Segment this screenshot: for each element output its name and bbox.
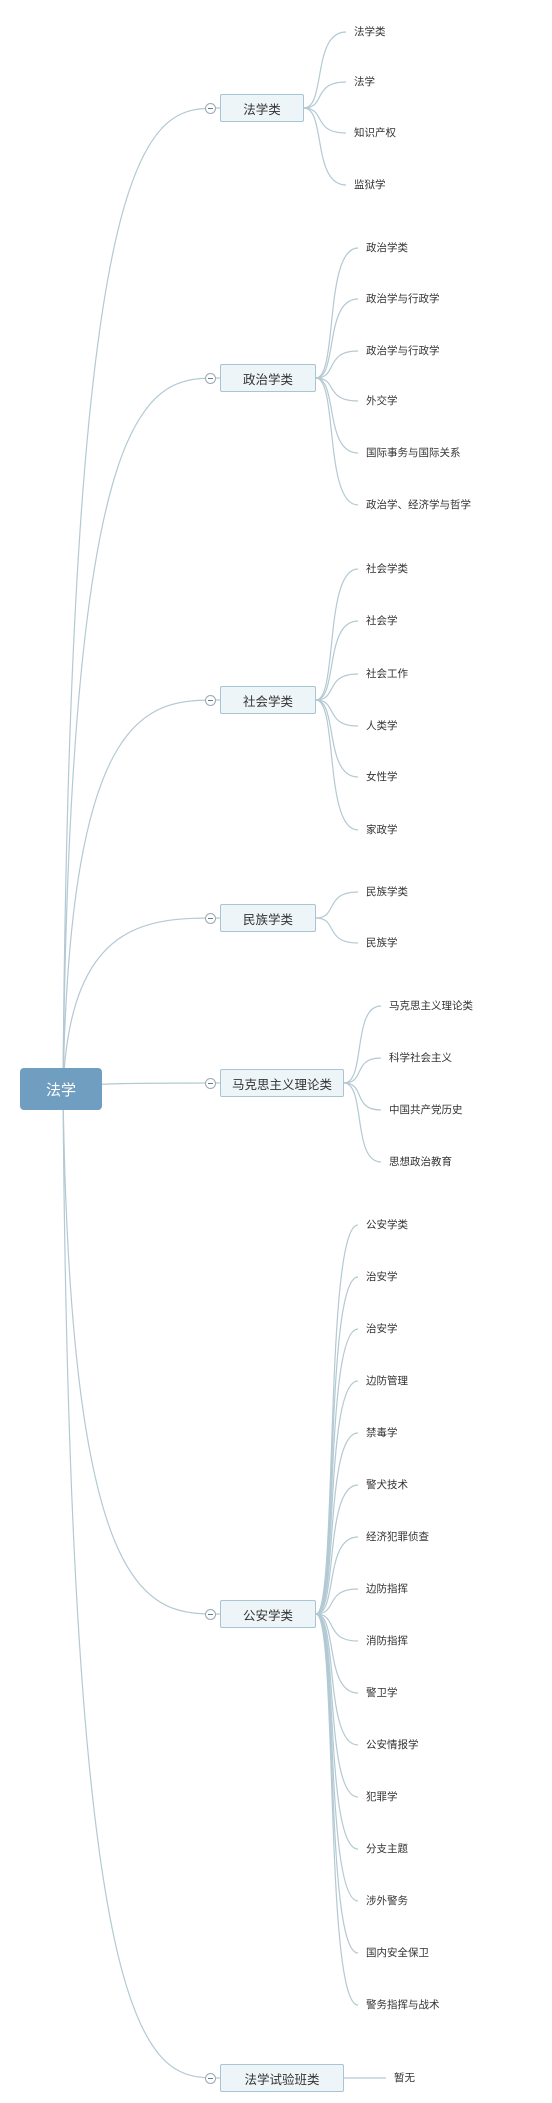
leaf-node[interactable]: 公安情报学 [366, 1739, 419, 1751]
leaf-node[interactable]: 外交学 [366, 395, 398, 407]
leaf-node[interactable]: 消防指挥 [366, 1635, 408, 1647]
leaf-branch [343, 1082, 382, 1111]
leaf-node[interactable]: 民族学类 [366, 886, 408, 898]
leaf-branch [303, 31, 347, 109]
leaf-node[interactable]: 监狱学 [354, 179, 386, 191]
leaf-branch [315, 1613, 359, 1798]
leaf-node[interactable]: 家政学 [366, 824, 398, 836]
leaf-branch [315, 1613, 359, 1850]
root-node[interactable]: 法学 [20, 1068, 102, 1110]
leaf-branch [315, 1328, 359, 1615]
leaf-node[interactable]: 科学社会主义 [389, 1052, 452, 1064]
category-node-ethnology[interactable]: 民族学类 [220, 904, 316, 932]
leaf-node[interactable]: 民族学 [366, 937, 398, 949]
root-branch-ethnology [62, 917, 221, 1090]
category-node-marxism[interactable]: 马克思主义理论类 [220, 1069, 344, 1097]
leaf-node[interactable]: 人类学 [366, 720, 398, 732]
leaf-branch [315, 699, 359, 778]
category-node-law[interactable]: 法学类 [220, 94, 304, 122]
leaf-node[interactable]: 社会学类 [366, 563, 408, 575]
leaf-node[interactable]: 政治学与行政学 [366, 293, 440, 305]
root-branch-law-experimental [62, 1088, 221, 2079]
leaf-node[interactable]: 警务指挥与战术 [366, 1999, 440, 2011]
collapse-toggle-icon[interactable] [205, 102, 216, 114]
leaf-branch [315, 1613, 359, 1746]
leaf-branch [315, 699, 359, 831]
leaf-node[interactable]: 国内安全保卫 [366, 1947, 429, 1959]
root-branch-law [62, 107, 221, 1090]
leaf-branch [315, 1380, 359, 1615]
leaf-branch [315, 377, 359, 454]
leaf-node[interactable]: 边防管理 [366, 1375, 408, 1387]
leaf-branch [343, 1057, 382, 1084]
leaf-branch [315, 699, 359, 727]
collapse-toggle-icon[interactable] [205, 1077, 216, 1089]
category-node-politics[interactable]: 政治学类 [220, 364, 316, 392]
leaf-node[interactable]: 治安学 [366, 1271, 398, 1283]
leaf-node[interactable]: 公安学类 [366, 1219, 408, 1231]
leaf-branch [315, 1613, 359, 1642]
root-branch-politics [62, 377, 221, 1090]
leaf-branch [315, 673, 359, 701]
collapse-toggle-icon[interactable] [205, 1608, 216, 1620]
leaf-node[interactable]: 政治学类 [366, 242, 408, 254]
leaf-node[interactable]: 社会工作 [366, 668, 408, 680]
leaf-node[interactable]: 禁毒学 [366, 1427, 398, 1439]
leaf-node[interactable]: 警卫学 [366, 1687, 398, 1699]
leaf-node[interactable]: 边防指挥 [366, 1583, 408, 1595]
leaf-node[interactable]: 社会学 [366, 615, 398, 627]
leaf-node[interactable]: 涉外警务 [366, 1895, 408, 1907]
leaf-branch [315, 377, 359, 402]
leaf-branch [315, 377, 359, 506]
leaf-branch [315, 350, 359, 379]
leaf-node[interactable]: 法学类 [354, 26, 386, 38]
leaf-branch [315, 1588, 359, 1615]
leaf-node[interactable]: 女性学 [366, 771, 398, 783]
leaf-node[interactable]: 政治学、经济学与哲学 [366, 499, 471, 511]
leaf-node[interactable]: 犯罪学 [366, 1791, 398, 1803]
leaf-branch [343, 1082, 382, 1163]
collapse-toggle-icon[interactable] [205, 694, 216, 706]
leaf-branch [315, 917, 359, 944]
category-node-sociology[interactable]: 社会学类 [220, 686, 316, 714]
leaf-branch [315, 298, 359, 379]
leaf-node[interactable]: 马克思主义理论类 [389, 1000, 473, 1012]
leaf-node[interactable]: 警犬技术 [366, 1479, 408, 1491]
leaf-node[interactable]: 政治学与行政学 [366, 345, 440, 357]
leaf-branch [303, 107, 347, 134]
leaf-branch [315, 1613, 359, 1694]
leaf-node[interactable]: 知识产权 [354, 127, 396, 139]
leaf-node[interactable]: 经济犯罪侦查 [366, 1531, 429, 1543]
leaf-branch [315, 1536, 359, 1615]
category-node-public-security[interactable]: 公安学类 [220, 1600, 316, 1628]
leaf-node[interactable]: 暂无 [394, 2072, 415, 2084]
leaf-branch [303, 107, 347, 186]
leaf-branch [315, 1432, 359, 1615]
leaf-branch [303, 81, 347, 109]
leaf-node[interactable]: 法学 [354, 76, 375, 88]
leaf-branch [315, 1276, 359, 1615]
leaf-node[interactable]: 国际事务与国际关系 [366, 447, 461, 459]
category-node-law-experimental[interactable]: 法学试验班类 [220, 2064, 344, 2092]
leaf-branch [315, 247, 359, 379]
leaf-node[interactable]: 中国共产党历史 [389, 1104, 463, 1116]
leaf-branch [315, 1484, 359, 1615]
leaf-branch [315, 568, 359, 701]
leaf-node[interactable]: 思想政治教育 [389, 1156, 452, 1168]
leaf-branch [315, 891, 359, 919]
collapse-toggle-icon[interactable] [205, 2072, 216, 2084]
root-branch-sociology [62, 699, 221, 1090]
leaf-branch [315, 1613, 359, 2006]
collapse-toggle-icon[interactable] [205, 372, 216, 384]
leaf-branch [343, 1005, 382, 1084]
leaf-branch [315, 620, 359, 701]
leaf-node[interactable]: 分支主题 [366, 1843, 408, 1855]
leaf-node[interactable]: 治安学 [366, 1323, 398, 1335]
collapse-toggle-icon[interactable] [205, 912, 216, 924]
root-branch-public-security [62, 1088, 221, 1615]
